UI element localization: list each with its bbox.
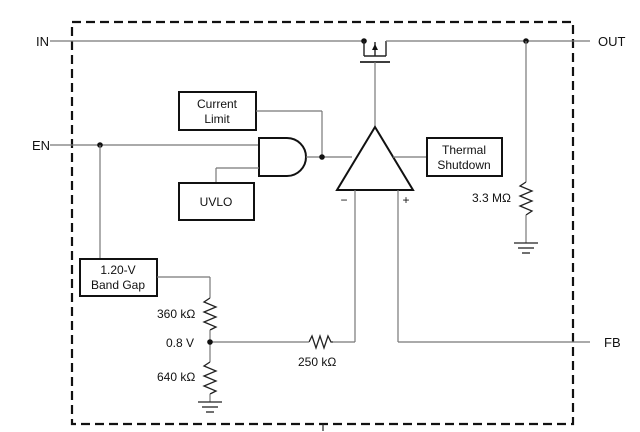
and-gate-icon xyxy=(258,137,307,177)
pass-transistor-icon xyxy=(360,41,390,138)
r-out-label: 3.3 MΩ xyxy=(472,191,511,205)
r-bottom-resistor-icon xyxy=(202,361,218,395)
uvlo-block xyxy=(178,182,255,221)
band-gap-label-line2: Band Gap xyxy=(91,278,145,292)
amp-plus-label: + xyxy=(402,193,409,207)
thermal-label-line2: Shutdown xyxy=(437,158,490,172)
thermal-label-line1: Thermal xyxy=(442,143,486,157)
current-limit-label-line2: Limit xyxy=(204,112,230,126)
node-voltage-label: 0.8 V xyxy=(166,336,194,350)
current-limit-label-line1: Current xyxy=(197,97,238,111)
r-bottom-label: 640 kΩ xyxy=(157,370,195,384)
band-gap-label-line1: 1.20-V xyxy=(100,263,135,277)
pin-en-label: EN xyxy=(32,138,50,153)
error-amplifier-icon xyxy=(335,125,415,191)
uvlo-label: UVLO xyxy=(200,195,233,209)
r-top-label: 360 kΩ xyxy=(157,307,195,321)
r-series-resistor-icon xyxy=(308,333,333,351)
pin-fb-label: FB xyxy=(604,335,621,350)
gate-output-dot xyxy=(319,154,325,160)
ground-icon-right xyxy=(514,242,538,254)
pin-out-label: OUT xyxy=(598,34,626,49)
amp-minus-label: − xyxy=(340,193,347,207)
r-series-label: 250 kΩ xyxy=(298,355,336,369)
r-top-resistor-icon xyxy=(202,297,218,331)
pin-in-label: IN xyxy=(36,34,49,49)
current-limit-block xyxy=(178,91,257,131)
r-out-resistor-icon xyxy=(518,181,534,216)
divider-node-dot xyxy=(207,339,213,345)
thermal-shutdown-block xyxy=(426,137,503,177)
ground-icon-left xyxy=(198,401,222,413)
